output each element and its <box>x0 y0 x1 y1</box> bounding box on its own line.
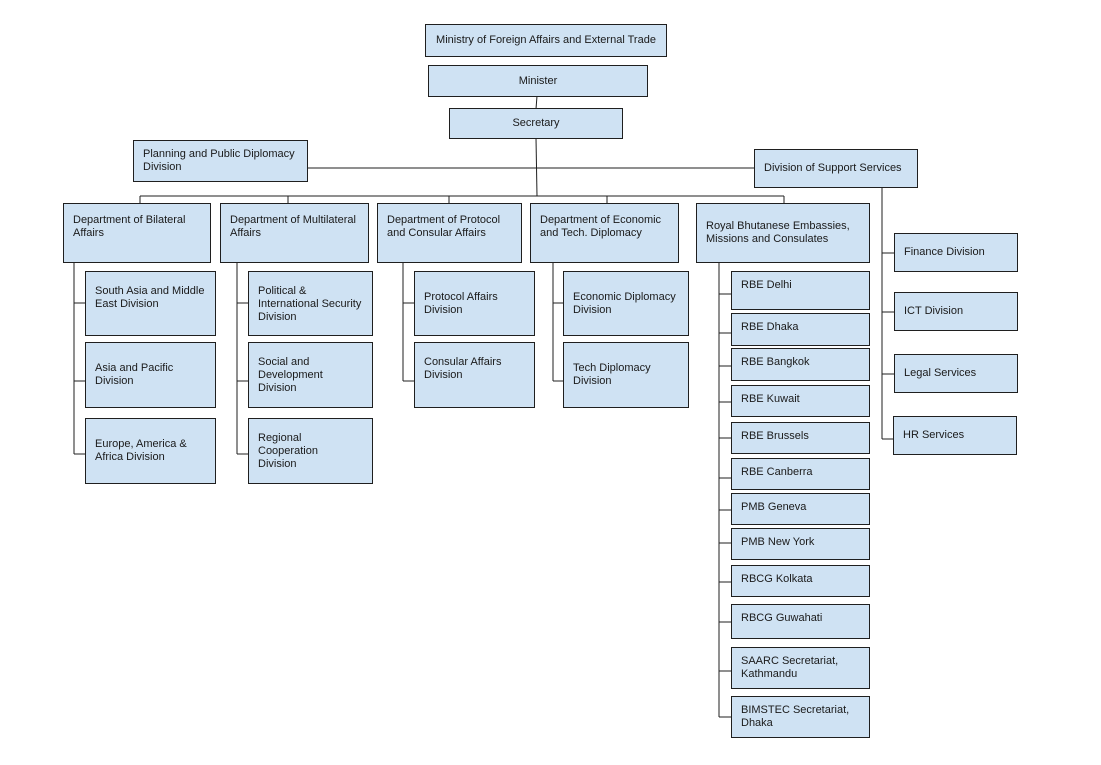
node-label: RBE Dhaka <box>741 321 799 333</box>
node-label: South Asia and Middle East Division <box>95 285 205 310</box>
node-label: Ministry of Foreign Affairs and External… <box>436 34 656 46</box>
node-label: RBCG Kolkata <box>741 573 813 585</box>
node-saarc-secretariat[interactable]: SAARC Secretariat, Kathmandu <box>731 647 870 689</box>
node-label: Europe, America & Africa Division <box>95 438 187 463</box>
connector <box>535 137 538 197</box>
node-finance-division[interactable]: Finance Division <box>894 233 1018 272</box>
node-regional-cooperation[interactable]: Regional Cooperation Division <box>248 418 373 484</box>
node-rbe-delhi[interactable]: RBE Delhi <box>731 271 870 310</box>
node-political-security[interactable]: Political & International Security Divis… <box>248 271 373 336</box>
node-consular-affairs[interactable]: Consular Affairs Division <box>414 342 535 408</box>
node-label: BIMSTEC Secretariat, Dhaka <box>741 704 850 729</box>
node-label: Department of Economic and Tech. Diploma… <box>540 214 662 239</box>
node-label: ICT Division <box>904 305 964 317</box>
node-tech-diplomacy[interactable]: Tech Diplomacy Division <box>563 342 689 408</box>
node-dept-economic[interactable]: Department of Economic and Tech. Diploma… <box>530 203 679 263</box>
node-rbe-canberra[interactable]: RBE Canberra <box>731 458 870 490</box>
node-label: PMB Geneva <box>741 501 807 513</box>
node-europe-america-africa[interactable]: Europe, America & Africa Division <box>85 418 216 484</box>
node-label: Asia and Pacific Division <box>95 362 174 387</box>
node-label: Planning and Public Diplomacy Division <box>143 148 295 173</box>
node-secretary[interactable]: Secretary <box>449 108 623 139</box>
node-label: Department of Multilateral Affairs <box>230 214 356 239</box>
node-label: RBE Brussels <box>741 430 809 442</box>
node-south-asia-middle-east[interactable]: South Asia and Middle East Division <box>85 271 216 336</box>
node-rbe-kuwait[interactable]: RBE Kuwait <box>731 385 870 417</box>
node-label: Regional Cooperation Division <box>258 431 318 470</box>
node-pmb-geneva[interactable]: PMB Geneva <box>731 493 870 525</box>
node-planning-division[interactable]: Planning and Public Diplomacy Division <box>133 140 308 182</box>
node-ministry[interactable]: Ministry of Foreign Affairs and External… <box>425 24 667 57</box>
node-label: RBE Bangkok <box>741 356 810 368</box>
connector <box>535 95 538 110</box>
node-rbe-bangkok[interactable]: RBE Bangkok <box>731 348 870 381</box>
node-label: Minister <box>518 74 558 87</box>
node-label: RBE Delhi <box>741 279 792 291</box>
node-label: RBCG Guwahati <box>741 612 823 624</box>
node-label: Royal Bhutanese Embassies, Missions and … <box>706 220 850 245</box>
node-label: Department of Protocol and Consular Affa… <box>387 214 501 239</box>
node-pmb-new-york[interactable]: PMB New York <box>731 528 870 560</box>
node-label: HR Services <box>903 429 965 441</box>
node-rbe-dhaka[interactable]: RBE Dhaka <box>731 313 870 346</box>
node-hr-services[interactable]: HR Services <box>893 416 1017 455</box>
node-label: Division of Support Services <box>764 162 902 174</box>
node-label: PMB New York <box>741 536 815 548</box>
node-label: Tech Diplomacy Division <box>573 362 651 387</box>
node-dept-embassies[interactable]: Royal Bhutanese Embassies, Missions and … <box>696 203 870 263</box>
node-label: Department of Bilateral Affairs <box>73 214 186 239</box>
node-economic-diplomacy[interactable]: Economic Diplomacy Division <box>563 271 689 336</box>
node-social-development[interactable]: Social and Development Division <box>248 342 373 408</box>
node-label: RBE Kuwait <box>741 393 800 405</box>
node-protocol-affairs[interactable]: Protocol Affairs Division <box>414 271 535 336</box>
node-label: RBE Canberra <box>741 466 813 478</box>
node-rbe-brussels[interactable]: RBE Brussels <box>731 422 870 454</box>
node-label: Legal Services <box>904 367 977 379</box>
node-bimstec-secretariat[interactable]: BIMSTEC Secretariat, Dhaka <box>731 696 870 738</box>
node-asia-pacific[interactable]: Asia and Pacific Division <box>85 342 216 408</box>
node-minister[interactable]: Minister <box>428 65 648 97</box>
node-label: Protocol Affairs Division <box>424 291 498 316</box>
node-label: Political & International Security Divis… <box>258 285 362 323</box>
node-label: Social and Development Division <box>258 355 323 394</box>
node-dept-bilateral[interactable]: Department of Bilateral Affairs <box>63 203 211 263</box>
node-label: Finance Division <box>904 246 985 258</box>
node-label: SAARC Secretariat, Kathmandu <box>741 655 839 680</box>
node-rbcg-guwahati[interactable]: RBCG Guwahati <box>731 604 870 639</box>
node-rbcg-kolkata[interactable]: RBCG Kolkata <box>731 565 870 597</box>
node-label: Economic Diplomacy Division <box>573 291 676 316</box>
node-label: Consular Affairs Division <box>424 356 502 381</box>
node-legal-services[interactable]: Legal Services <box>894 354 1018 393</box>
node-support-services[interactable]: Division of Support Services <box>754 149 918 188</box>
node-ict-division[interactable]: ICT Division <box>894 292 1018 331</box>
node-dept-multilateral[interactable]: Department of Multilateral Affairs <box>220 203 369 263</box>
node-dept-protocol[interactable]: Department of Protocol and Consular Affa… <box>377 203 522 263</box>
node-label: Secretary <box>512 117 560 129</box>
